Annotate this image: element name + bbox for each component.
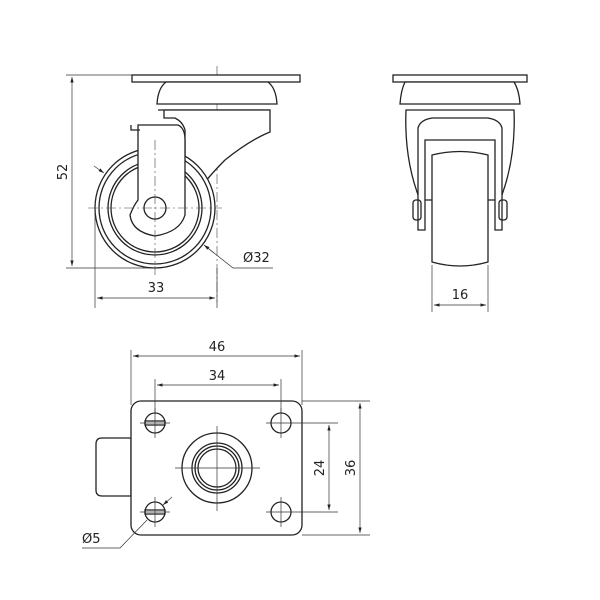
side-view: 52 33 Ø32 <box>56 66 301 308</box>
dim-plate-width-46: 46 <box>209 340 226 355</box>
dim-hole-spacing-34: 34 <box>209 369 226 384</box>
top-view: 46 34 24 36 Ø5 <box>82 340 370 549</box>
dim-height-52: 52 <box>56 164 71 181</box>
dim-hole-spacing-24: 24 <box>313 460 328 477</box>
dim-wheel-diameter: Ø32 <box>243 251 270 266</box>
dim-plate-height-36: 36 <box>344 460 359 477</box>
dim-hole-diameter: Ø5 <box>82 532 101 547</box>
dim-wheel-width-16: 16 <box>452 288 469 303</box>
front-view: 16 <box>392 74 528 312</box>
dim-width-33: 33 <box>148 281 165 296</box>
